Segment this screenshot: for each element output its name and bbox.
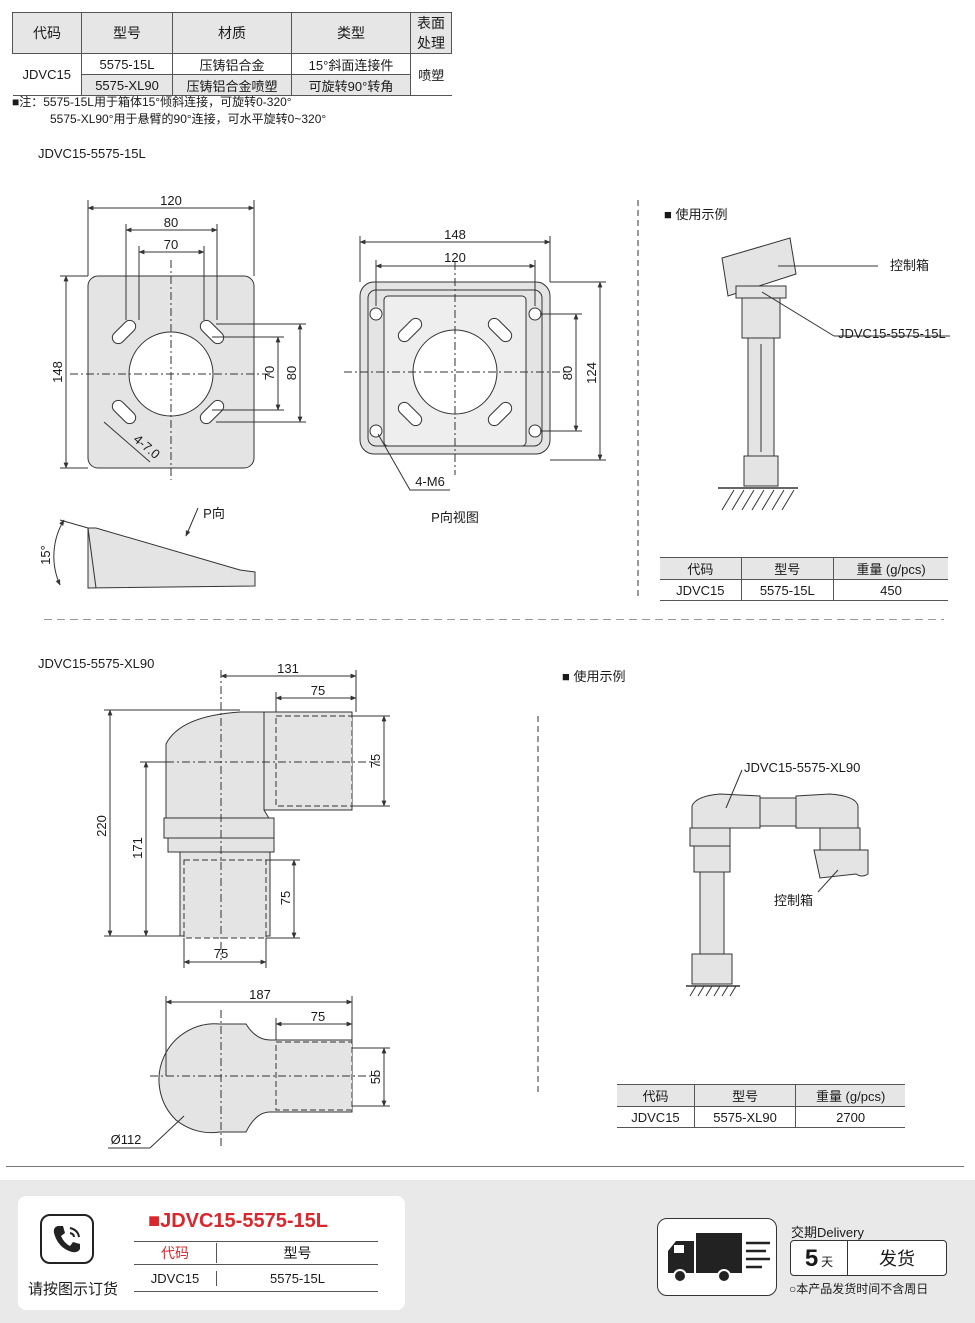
order-text: 请按图示订货 [28, 1281, 119, 1298]
dim-front-120: 120 [160, 193, 182, 208]
spec-header-surface: 表面处理 [410, 12, 452, 54]
dim-p-148: 148 [444, 227, 466, 242]
dim-p-80: 80 [560, 366, 575, 380]
example2-title: ■ 使用示例 [562, 669, 625, 684]
dim-side-75-right: 75 [368, 754, 383, 768]
order-header-model: 型号 [283, 1245, 312, 1261]
spec-model-2: 5575-XL90 [81, 74, 173, 96]
dim-front-80: 80 [164, 215, 178, 230]
dim-side-75-top: 75 [311, 683, 325, 698]
dim-side-75-bottom: 75 [214, 946, 228, 961]
order-table: 代码 型号 JDVC15 5575-15L [134, 1241, 378, 1292]
dim-side-220: 220 [94, 815, 109, 837]
label-p-direction: P向 [203, 506, 225, 521]
wt1-code: JDVC15 [660, 579, 742, 601]
example1-title: ■ 使用示例 [664, 207, 727, 222]
example2-box-label: 控制箱 [774, 893, 813, 908]
wt2-header-model: 型号 [693, 1084, 796, 1107]
weight-table-15l: 代码 型号 重量 (g/pcs) JDVC15 5575-15L 450 [660, 557, 948, 601]
footer: 请按图示订货 ■JDVC15-5575-15L 代码 型号 JDVC15 557… [0, 1180, 975, 1323]
order-title: ■JDVC15-5575-15L [148, 1210, 328, 1232]
delivery-days-unit: 天 [821, 1255, 834, 1269]
section1-title: JDVC15-5575-15L [38, 146, 146, 161]
spec-header-type: 类型 [291, 12, 411, 54]
delivery-truck-box [657, 1218, 777, 1296]
example1-part-label: JDVC15-5575-15L [838, 326, 946, 341]
dim-side-75-low: 75 [278, 891, 293, 905]
dim-top-55: 55 [368, 1070, 383, 1084]
wt2-model: 5575-XL90 [693, 1106, 796, 1128]
order-model: 5575-15L [270, 1270, 325, 1286]
dim-p-124: 124 [584, 362, 599, 384]
phone-icon[interactable] [40, 1214, 94, 1264]
truck-icon [668, 1233, 770, 1283]
weight-table-xl90: 代码 型号 重量 (g/pcs) JDVC15 5575-XL90 2700 [617, 1084, 905, 1128]
label-p-view: P向视图 [431, 510, 479, 525]
spec-material-1: 压铸铝合金 [172, 53, 292, 75]
dim-side-171: 171 [130, 837, 145, 859]
spec-code: JDVC15 [12, 53, 82, 96]
dim-front-70: 70 [164, 237, 178, 252]
wedge-side-view [87, 527, 256, 589]
section1-drawing: 120 80 70 148 70 80 4-7.0 148 120 80 124… [38, 193, 950, 620]
dim-side-131: 131 [277, 661, 299, 676]
wt2-code: JDVC15 [617, 1106, 695, 1128]
delivery-ship: 发货 [879, 1249, 915, 1269]
wt2-header-weight: 重量 (g/pcs) [795, 1084, 905, 1107]
order-header-code: 代码 [134, 1243, 217, 1263]
delivery-days: 5 [804, 1245, 819, 1272]
delivery-box: 5 天 发货 [790, 1240, 947, 1276]
dim-front-h80: 80 [284, 366, 299, 380]
dim-top-75: 75 [311, 1009, 325, 1024]
wt1-header-weight: 重量 (g/pcs) [832, 557, 948, 580]
dim-front-148: 148 [50, 361, 65, 383]
spec-model-1: 5575-15L [81, 53, 173, 75]
spec-surface: 喷塑 [410, 53, 452, 96]
wt1-header-code: 代码 [660, 557, 742, 580]
delivery-label: 交期Delivery [791, 1225, 864, 1240]
dim-top-187: 187 [249, 987, 271, 1002]
spec-type-1: 15°斜面连接件 [291, 53, 411, 75]
wt1-model: 5575-15L [740, 579, 834, 601]
wt2-weight: 2700 [795, 1106, 905, 1128]
xl90-elbow-body [165, 711, 271, 837]
spec-header-material: 材质 [172, 12, 292, 54]
spec-table: 代码 型号 材质 类型 表面处理 JDVC15 5575-15L 压铸铝合金 1… [12, 12, 452, 96]
section2-title: JDVC15-5575-XL90 [38, 656, 155, 671]
dim-angle: 15° [38, 545, 53, 565]
order-code: JDVC15 [134, 1270, 217, 1286]
dim-p-thread: 4-M6 [415, 474, 445, 489]
dim-front-h70: 70 [262, 366, 277, 380]
section2-drawing: 131 75 75 220 171 75 75 187 75 55 Ø112 ■… [94, 661, 869, 1149]
dim-p-120: 120 [444, 250, 466, 265]
wt1-header-model: 型号 [740, 557, 834, 580]
spec-type-2: 可旋转90°转角 [291, 74, 411, 96]
spec-material-2: 压铸铝合金喷塑 [172, 74, 292, 96]
example2-part-label: JDVC15-5575-XL90 [744, 760, 860, 775]
wt1-weight: 450 [832, 579, 948, 601]
wt2-header-code: 代码 [617, 1084, 695, 1107]
delivery-notice: ○本产品发货时间不含周日 [789, 1282, 929, 1296]
example1-box-label: 控制箱 [890, 258, 929, 273]
spec-header-code: 代码 [12, 12, 82, 54]
note-line-2: 5575-XL90°用于悬臂的90°连接，可水平旋转0~320° [50, 112, 327, 126]
note-line-1: ■注：5575-15L用于箱体15°倾斜连接，可旋转0-320° [12, 95, 292, 109]
order-card: 请按图示订货 ■JDVC15-5575-15L 代码 型号 JDVC15 557… [18, 1196, 405, 1310]
footer-divider [6, 1166, 964, 1167]
spec-header-model: 型号 [81, 12, 173, 54]
dim-top-diameter: Ø112 [111, 1132, 142, 1147]
